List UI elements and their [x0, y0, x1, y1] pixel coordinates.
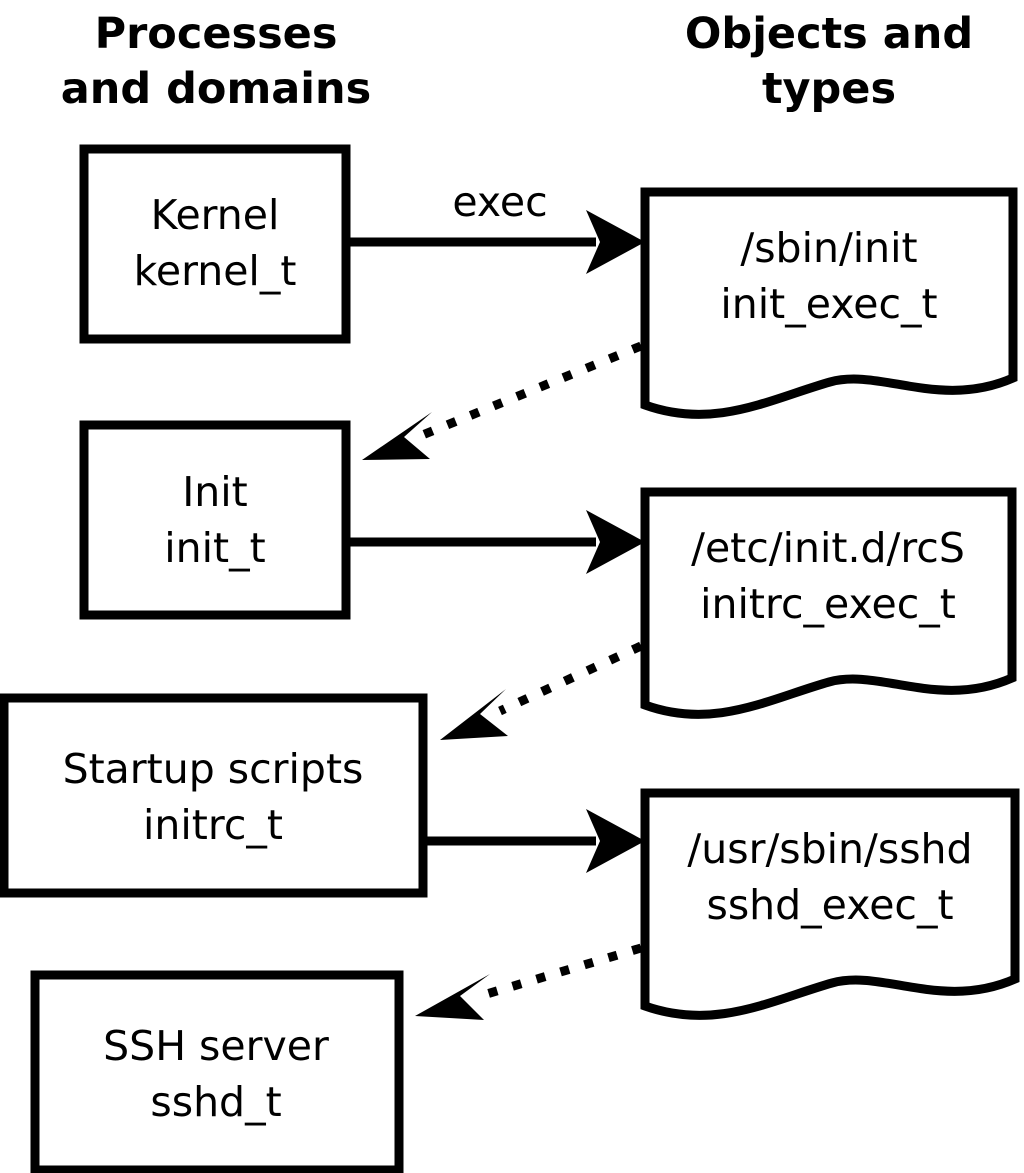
- edge-label-exec: exec: [452, 178, 547, 226]
- object-node-init-exec-line1: /sbin/init: [740, 224, 917, 272]
- column-header-processes: Processes and domains: [61, 9, 371, 114]
- edge-sshd-exec-to-sshd-line: [478, 943, 643, 1001]
- process-node-sshd-line2: sshd_t: [150, 1078, 281, 1126]
- object-node-sshd-exec-line1: /usr/sbin/sshd: [687, 825, 972, 873]
- process-node-sshd[interactable]: SSH server sshd_t: [30, 970, 404, 1173]
- process-node-kernel-line1: Kernel: [151, 191, 280, 239]
- object-node-init-exec-line2: init_exec_t: [720, 280, 937, 328]
- object-node-initrc-exec[interactable]: /etc/init.d/rcS initrc_exec_t: [640, 487, 1017, 719]
- edge-initrc-to-sshd-exec: [423, 809, 645, 873]
- edge-init-exec-to-init-arrowhead: [362, 412, 432, 460]
- process-node-kernel[interactable]: Kernel kernel_t: [79, 144, 351, 344]
- process-node-init-line2: init_t: [164, 524, 265, 572]
- process-node-kernel-line2: kernel_t: [134, 247, 297, 295]
- process-node-init[interactable]: Init init_t: [79, 420, 351, 620]
- process-node-sshd-box: [30, 970, 404, 1173]
- process-node-init-box: [79, 420, 351, 620]
- process-node-kernel-box: [79, 144, 351, 344]
- edge-init-exec-to-init: [362, 341, 643, 460]
- edge-initrc-exec-to-initrc: [440, 641, 643, 740]
- object-node-initrc-exec-line2: initrc_exec_t: [700, 580, 956, 628]
- object-node-sshd-exec-shape: [640, 788, 1020, 1020]
- process-node-init-line1: Init: [182, 468, 248, 516]
- edge-init-exec-to-init-line: [418, 341, 643, 441]
- edge-sshd-exec-to-sshd: [415, 943, 643, 1020]
- edge-initrc-to-sshd-exec-arrowhead: [586, 809, 645, 873]
- object-node-init-exec-shape: [640, 187, 1018, 419]
- edge-sshd-exec-to-sshd-arrowhead: [415, 974, 490, 1020]
- column-header-objects: Objects and types: [685, 9, 973, 114]
- object-node-sshd-exec[interactable]: /usr/sbin/sshd sshd_exec_t: [640, 788, 1020, 1020]
- column-header-processes-line2: and domains: [61, 64, 371, 114]
- edge-init-to-initrc-exec-arrowhead: [586, 510, 645, 574]
- edge-initrc-exec-to-initrc-arrowhead: [440, 689, 508, 740]
- process-node-initrc-box: [0, 693, 428, 898]
- edge-init-to-initrc-exec: [346, 510, 645, 574]
- object-node-initrc-exec-line1: /etc/init.d/rcS: [691, 524, 965, 572]
- object-node-init-exec[interactable]: /sbin/init init_exec_t: [640, 187, 1018, 419]
- process-node-initrc[interactable]: Startup scripts initrc_t: [0, 693, 428, 898]
- object-node-sshd-exec-line2: sshd_exec_t: [706, 881, 953, 929]
- column-header-objects-line1: Objects and: [685, 9, 973, 59]
- process-node-initrc-line2: initrc_t: [143, 801, 283, 849]
- edge-kernel-exec-init-exec: exec: [346, 178, 645, 274]
- edge-kernel-exec-arrowhead: [586, 210, 645, 274]
- edge-initrc-exec-to-initrc-line: [498, 641, 643, 716]
- object-node-initrc-exec-shape: [640, 487, 1017, 719]
- process-node-sshd-line1: SSH server: [103, 1022, 329, 1070]
- process-node-initrc-line1: Startup scripts: [63, 745, 364, 793]
- column-header-objects-line2: types: [762, 64, 896, 114]
- column-header-processes-line1: Processes: [95, 9, 338, 59]
